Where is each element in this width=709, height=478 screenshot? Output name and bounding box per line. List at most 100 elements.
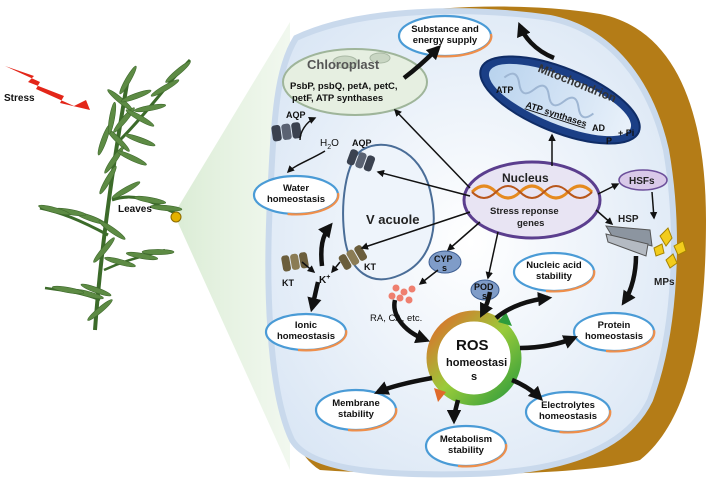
leaf-blade (165, 61, 191, 83)
h2o-label: H2O (320, 138, 339, 151)
cycle-ring-accent (605, 329, 656, 353)
kt-inner-label: KT (364, 262, 376, 272)
leaf-blade (51, 285, 85, 295)
arrow-ros-to-metabolism (446, 399, 462, 425)
hsfs-label: HSFs (629, 176, 655, 187)
leaf-blade (124, 133, 156, 147)
leaf-blade (98, 220, 126, 240)
ros-line3: s (471, 371, 477, 383)
cycle-ring-accent (559, 409, 612, 434)
arrow-ros-to-electrolytes (511, 377, 544, 402)
leaf-blade (125, 109, 155, 127)
arrow-nucleus-to-hsfs (597, 183, 620, 195)
magnification-cone (174, 22, 290, 470)
mitochondrion (479, 55, 641, 145)
mito-p-label: P (606, 136, 612, 146)
arrows (286, 108, 658, 285)
vacuole-label: V acuole (366, 212, 419, 227)
arrow-mito-to-substance (517, 21, 555, 61)
leaf-blade (80, 283, 112, 297)
leaf-blade (107, 101, 117, 135)
chloroplast-title: Chloroplast (307, 57, 380, 72)
pods-ellipse (470, 279, 500, 301)
aqp-channel-inner (346, 149, 376, 172)
arrow-hsp-to-protein (621, 255, 639, 306)
misfolded-proteins (653, 227, 687, 269)
plant-leaves (38, 61, 191, 321)
leaf-blade (141, 249, 175, 255)
cycle-ring-accent (457, 443, 508, 468)
leaf-blade (93, 237, 115, 263)
cyps-label: CYP (434, 254, 453, 264)
ra-particles (388, 284, 416, 304)
leaf-blade (133, 103, 167, 113)
leaf-blade (38, 204, 70, 216)
leaf-blade (104, 256, 136, 268)
arrow-ra-to-ros (392, 299, 431, 344)
kt-channel-inner (338, 245, 368, 270)
leaf-blade (149, 204, 183, 212)
hsp-label: HSP (618, 214, 639, 225)
arrow-nucleus-to-chloroplast (393, 108, 471, 189)
arrow-nucleus-to-hsp (595, 209, 614, 225)
arrow-nucleus-to-aqp (376, 169, 471, 197)
pods-label: POD (474, 282, 494, 292)
arrow-ktinner-to-k (331, 261, 341, 274)
arrow-nucleus-to-cyps (446, 221, 481, 251)
nucleus-text-line1: Stress reponse (490, 206, 559, 217)
ros-title: ROS (456, 337, 489, 354)
cycle-label-metabolism-1: stability (448, 445, 485, 456)
arrow-k-to-water (318, 222, 333, 267)
leaf-blade (120, 89, 152, 103)
arrow-chloroplast-to-substance (402, 44, 442, 80)
mps-label: MPs (654, 277, 675, 288)
cycle-ring-accent (545, 269, 596, 293)
chloroplast-proteins-line2: petF, ATP synthases (292, 93, 383, 104)
cycle-label-substance-1: energy supply (413, 35, 478, 46)
cycle-label-electrolytes-0: Electrolytes (541, 400, 595, 411)
arrow-ros-to-protein (519, 335, 578, 351)
cycle-label-membrane-1: stability (338, 409, 375, 420)
cycle-ring-accent (347, 407, 398, 432)
arrow-ros-to-nucleic (494, 291, 553, 320)
cycle-label-protein-0: Protein (598, 320, 631, 331)
nucleus-title: Nucleus (502, 171, 549, 185)
arrow-aqp-to-h2o (299, 117, 317, 141)
leaf-blade (87, 299, 113, 321)
arrow-nucleus-to-pods (485, 231, 499, 280)
hsp-protein (605, 225, 653, 257)
cycle-label-protein-1: homeostasis (585, 331, 643, 342)
cycle-label-water-1: homeostasis (267, 194, 325, 205)
cycle-label-nucleic-1: stability (536, 271, 573, 282)
chloroplast-proteins-line1: PsbP, psbQ, petA, petC, (290, 81, 398, 92)
cycle-label-substance-0: Substance and (411, 24, 479, 35)
nucleus (462, 160, 602, 240)
cycle-ring-accent (287, 192, 340, 216)
thick-arrows (307, 21, 639, 425)
cycle-label-water-0: Water (283, 183, 309, 194)
chloroplast: Chloroplast PsbP, psbQ, petA, petC, petF… (282, 48, 428, 116)
aqp-outer-label: AQP (286, 110, 306, 120)
leaf-focus-dot (170, 211, 182, 223)
cycle-label-ionic-0: Ionic (295, 320, 317, 331)
leaf-blade (119, 65, 137, 95)
hsfs-ellipse (618, 169, 668, 191)
cycle-label-membrane-0: Membrane (332, 398, 380, 409)
ros-line2: homeostasi (446, 357, 507, 369)
pods-label-s: s (482, 291, 487, 301)
mito-pi-label: + Pi (618, 128, 634, 138)
cycle-label-nucleic-0: Nucleic acid (526, 260, 582, 271)
arrow-kt-to-k (301, 261, 316, 273)
leaf-blade (111, 181, 141, 199)
arrow-cyps-to-ra (418, 269, 439, 285)
arrow-ros-to-membrane (374, 375, 433, 395)
arrow-k-to-ionic (307, 281, 322, 313)
leaf-blade (117, 150, 147, 166)
